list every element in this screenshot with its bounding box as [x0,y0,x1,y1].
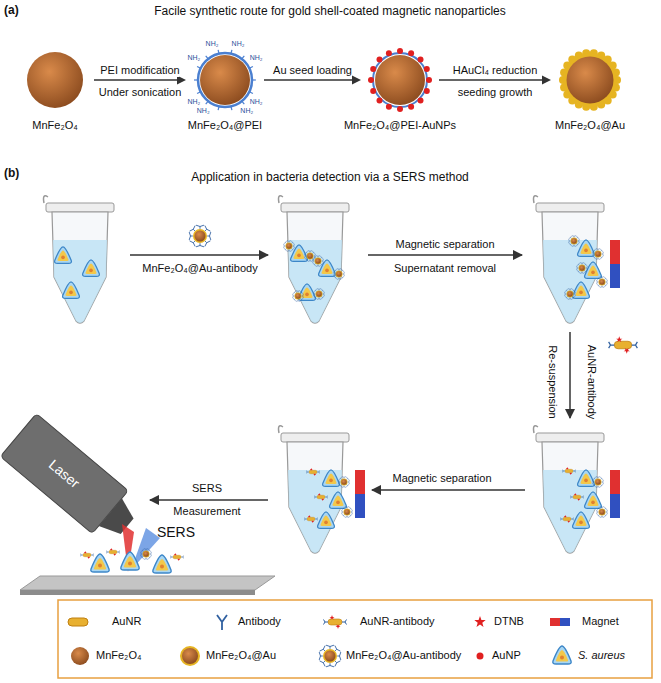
legend-sample [178,644,202,668]
legend-sample [68,644,92,668]
panel-letter: (a) [4,3,19,18]
tube [279,196,350,323]
legend-sample [468,610,492,634]
annotation-label: seeding growth [458,86,533,99]
legend-sample [550,644,574,668]
arrow-label: Au seed loading [273,64,352,77]
bacteria [55,247,100,299]
particle-label: MnFe₂O₄@PEI-AuNPs [344,119,456,132]
annotation-label: AuNR-antibody [585,345,598,420]
legend-text: Antibody [238,615,281,628]
annotation-label: Laser [45,456,83,492]
amine-label: NH₂ [240,107,253,115]
amine-label: NH₂ [187,98,200,106]
annotation-label: Supernatant removal [394,262,496,275]
tube [534,426,605,553]
legend-sample [66,610,90,634]
particle-shape [20,45,90,115]
panel-title: Application in bacteria detection via a … [191,170,469,185]
amine-label: NH₂ [197,107,210,115]
particle-label: MnFe₂O₄@PEI [188,119,262,132]
legend-text: DTNB [494,615,524,628]
antibody-particle-icon [189,225,211,247]
sandwich-complex [560,467,607,528]
tube [44,196,115,323]
annotation-label: Re-suspension [546,345,559,418]
bacteria-at-magnet [565,236,608,300]
annotation-label: MnFe₂O₄@Au-antibody [142,262,257,275]
legend-text: MnFe₂O₄ [96,649,141,662]
tube [279,426,350,553]
legend-frame [58,600,652,678]
legend-text: AuNR [112,615,141,628]
magnet [355,240,620,518]
amine-label: NH₂ [250,98,263,106]
annotation-label: Under sonication [99,86,182,99]
annotation-label: Measurement [173,505,240,518]
slide [20,576,275,595]
arrow-label: PEI modification [100,64,179,77]
amine-label: NH₂ [232,40,245,48]
legend-sample [210,610,234,634]
panel-title: Facile synthetic route for gold shell-co… [154,4,506,19]
particle-shape [190,45,260,115]
particle-node: MnFe₂O₄@Au [555,45,625,115]
particle-node: MnFe₂O₄@PEINH₂NH₂NH₂NH₂NH₂NH₂NH₂NH₂ [190,45,260,115]
sandwich-complex [304,468,352,528]
annotation-label: Magnetic separation [395,238,494,251]
bacteria-on-slide [80,548,183,573]
legend-text: AuNR-antibody [360,615,435,628]
particle-label: MnFe₂O₄ [32,119,77,132]
amine-label: NH₂ [206,40,219,48]
legend-text: Magnet [582,615,619,628]
particle-shape [555,45,625,115]
legend-sample [318,644,342,668]
aunr-antibody-icon [609,336,638,354]
amine-label: NH₂ [250,54,263,62]
legend-sample [548,610,572,634]
tube [534,196,605,323]
legend-text: AuNP [492,649,521,662]
particle-node: MnFe₂O₄@PEI-AuNPs [365,45,435,115]
legend-sample [468,644,492,668]
legend-text: S. aureus [578,649,625,662]
legend-text: MnFe₂O₄@Au-antibody [346,649,461,662]
legend-sample [323,610,347,634]
bacteria-with-particles [284,241,345,302]
arrow-label: HAuCl₄ reduction [453,64,538,77]
particle-label: MnFe₂O₄@Au [555,119,625,132]
legend-text: MnFe₂O₄@Au [206,649,276,662]
process-arrow [130,255,570,500]
annotation-label: SERS [157,524,195,541]
particle-node: MnFe₂O₄ [20,45,90,115]
particle-shape [365,45,435,115]
annotation-label: SERS [192,482,222,495]
amine-label: NH₂ [187,54,200,62]
panel-letter: (b) [4,166,19,181]
annotation-label: Magnetic separation [392,472,491,485]
